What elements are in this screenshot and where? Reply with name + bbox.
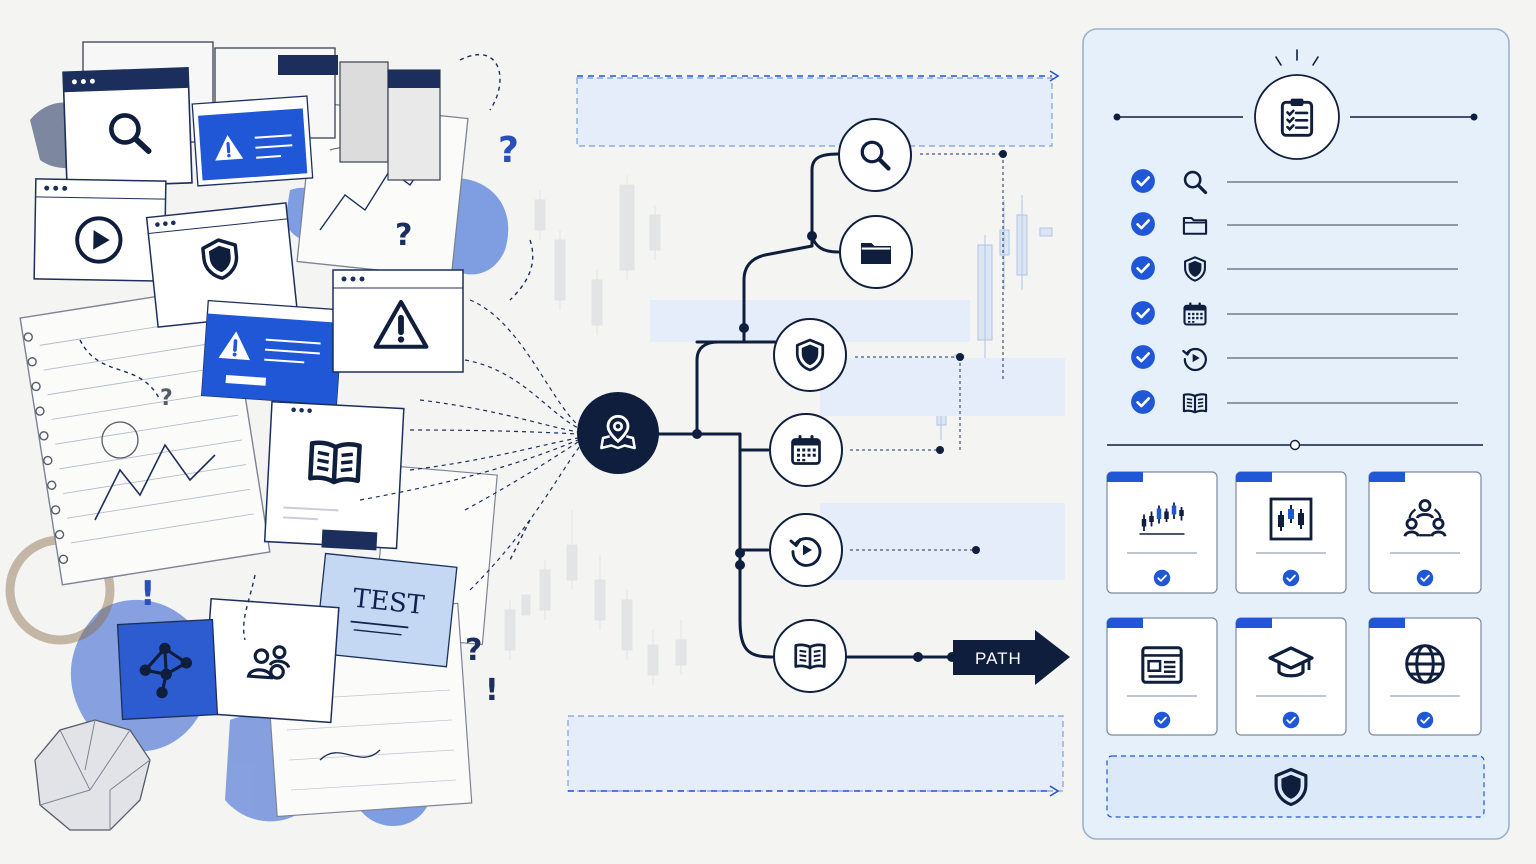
- resource-card-graduation[interactable]: [1235, 617, 1347, 736]
- check-icon: [1153, 569, 1171, 587]
- question-mark-decoration: ?: [160, 386, 173, 411]
- alert-window-blue-large: [200, 299, 344, 406]
- check-icon: [1153, 711, 1171, 729]
- branch-node-calendar[interactable]: [769, 413, 843, 487]
- faint-candlestick-backdrop: [504, 175, 687, 685]
- branch-node-search[interactable]: [838, 118, 912, 192]
- scribble-arrows-decoration: [79, 53, 534, 641]
- checklist-item-shield[interactable]: [1130, 255, 1458, 282]
- path-flow: PATH: [359, 70, 1070, 797]
- question-mark-decoration: ?: [498, 130, 519, 171]
- crumpled-paper-decoration: [34, 719, 151, 831]
- path-arrow-label: PATH: [975, 649, 1022, 668]
- check-icon: [1416, 711, 1434, 729]
- branch-node-folder[interactable]: [839, 215, 913, 289]
- video-window: [33, 178, 167, 282]
- warning-window: [332, 269, 464, 373]
- check-icon: [1130, 168, 1156, 194]
- resource-card-article[interactable]: [1106, 617, 1218, 736]
- checklist-panel: [1082, 28, 1510, 840]
- check-icon: [1130, 255, 1156, 281]
- collaboration-window: [202, 597, 340, 724]
- footer-shield-box[interactable]: [1106, 755, 1485, 818]
- question-mark-decoration: ?: [465, 633, 482, 668]
- check-icon: [1130, 389, 1156, 415]
- check-icon: [1130, 211, 1156, 237]
- bottom-flow-arrowhead: [1049, 785, 1060, 797]
- security-window: [145, 202, 299, 328]
- resource-card-candlestick[interactable]: [1106, 471, 1218, 594]
- exclamation-decoration: !: [485, 673, 499, 708]
- check-icon: [1416, 569, 1434, 587]
- check-icon: [1130, 344, 1156, 370]
- branch-node-shield[interactable]: [773, 318, 847, 392]
- check-icon: [1130, 300, 1156, 326]
- resource-card-chart-board[interactable]: [1235, 471, 1347, 594]
- converging-dashed-lines: [359, 299, 581, 591]
- leader-end-dots: [936, 150, 1007, 554]
- start-hub[interactable]: [577, 392, 659, 474]
- reading-window: [263, 400, 405, 551]
- branch-node-replay[interactable]: [769, 513, 843, 587]
- question-mark-decoration: ?: [395, 218, 412, 253]
- check-icon: [1282, 569, 1300, 587]
- top-flow-arrowhead: [1049, 70, 1060, 82]
- alert-window-blue: [191, 95, 314, 187]
- scattered-windows-cluster: TEST ? ? ? ? ! !: [5, 41, 534, 831]
- search-window: [62, 67, 193, 188]
- check-icon: [1282, 711, 1300, 729]
- test-note-label: TEST: [351, 584, 426, 621]
- checklist-item-calendar[interactable]: [1130, 300, 1458, 326]
- leader-lines: [850, 153, 1004, 551]
- clipboard-badge: [1254, 74, 1340, 160]
- checklist-item-book[interactable]: [1130, 389, 1458, 415]
- checklist-item-search[interactable]: [1130, 168, 1458, 195]
- checklist-item-folder[interactable]: [1130, 211, 1458, 237]
- network-window: [116, 618, 219, 721]
- background-bars: [567, 77, 1065, 792]
- checklist-item-replay[interactable]: [1130, 344, 1458, 372]
- header-rays: [1275, 49, 1319, 66]
- path-arrow[interactable]: PATH: [953, 630, 1070, 685]
- test-sticky-note: TEST: [314, 552, 458, 668]
- branch-node-book[interactable]: [773, 619, 847, 693]
- resource-card-team[interactable]: [1368, 471, 1482, 594]
- resource-card-globe[interactable]: [1368, 617, 1482, 736]
- exclamation-decoration: !: [140, 574, 156, 614]
- folder-icon: [861, 243, 891, 264]
